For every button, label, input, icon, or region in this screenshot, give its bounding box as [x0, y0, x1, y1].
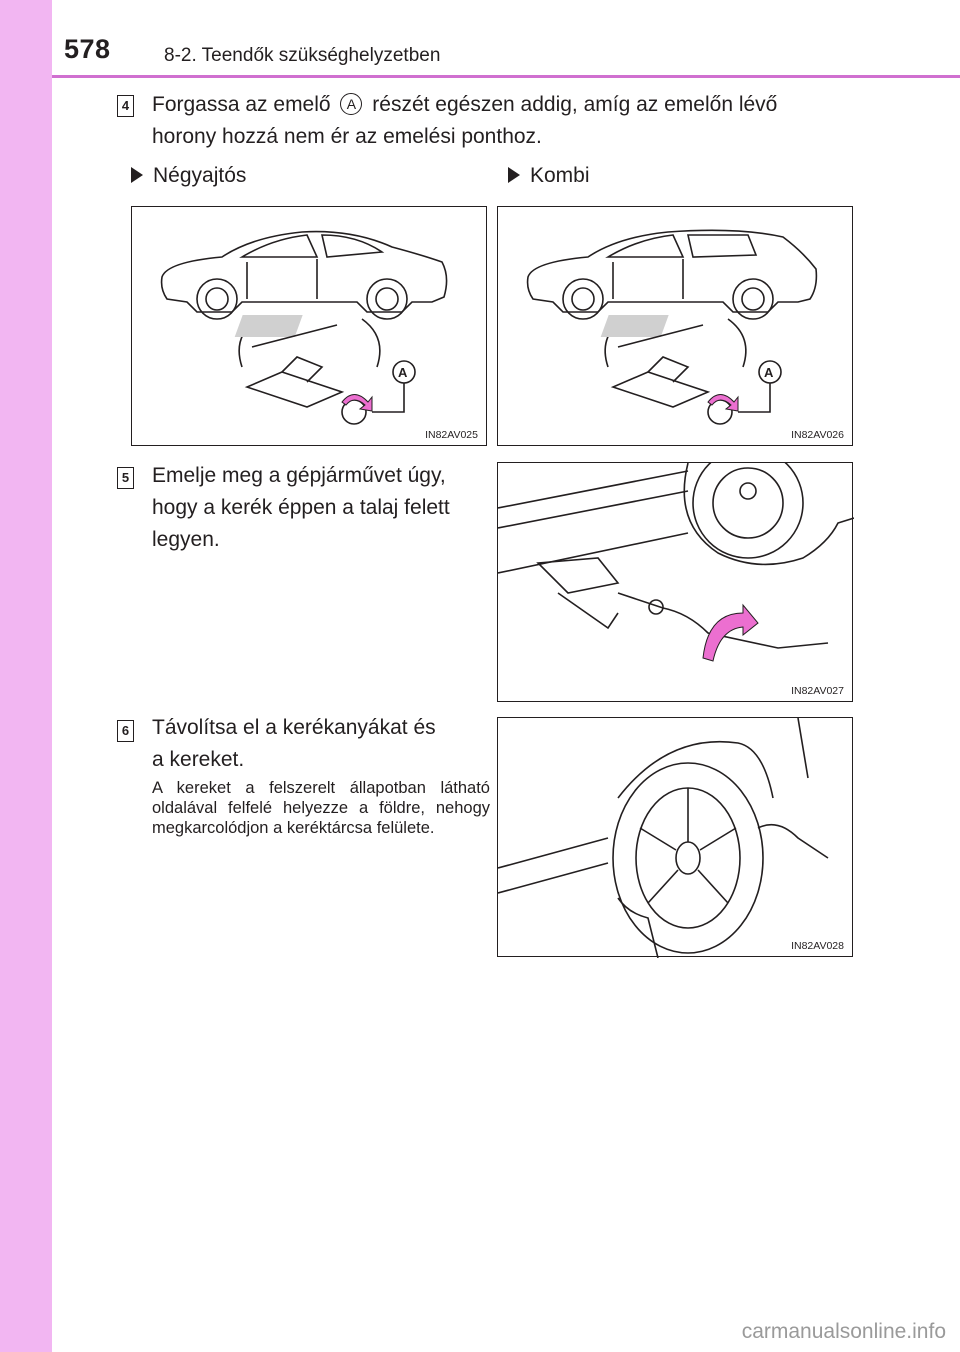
step-5-text: Emelje meg a gépjárművet úgy, hogy a ker…	[152, 460, 492, 556]
section-title: 8-2. Teendők szükséghelyzetben	[164, 45, 441, 66]
triangle-bullet-icon	[131, 167, 143, 183]
marker-a: A	[340, 93, 363, 115]
figure-code: IN82AV028	[791, 940, 844, 952]
step-6-line: Távolítsa el a kerékanyákat és	[152, 716, 436, 739]
step-4-text-before: Forgassa az emelő	[152, 93, 331, 116]
figure-wagon-jack: A IN82AV026	[497, 206, 853, 446]
step-6-note: A kereket a felszerelt állapotban láthat…	[152, 779, 490, 837]
step-badge-5: 5	[117, 467, 134, 489]
step-4-text-after: részét egészen addig, amíg az emelőn lév…	[372, 93, 778, 116]
figure-code: IN82AV025	[425, 429, 478, 441]
variant-sedan-label: Négyajtós	[153, 164, 247, 187]
page-number: 578	[64, 34, 111, 64]
figure-remove-wheel: IN82AV028	[497, 717, 853, 958]
figure-raise-vehicle: IN82AV027	[497, 462, 854, 702]
figure-1-label-a: A	[398, 365, 408, 380]
variant-wagon: Kombi	[508, 164, 590, 188]
figure-code: IN82AV026	[791, 429, 844, 441]
watermark: carmanualsonline.info	[741, 1320, 946, 1343]
figure-2-label-a: A	[764, 365, 774, 380]
header-rule	[52, 75, 960, 78]
figure-code: IN82AV027	[791, 685, 844, 697]
step-6-line: a kereket.	[152, 748, 245, 771]
triangle-bullet-icon	[508, 167, 520, 183]
wagon-jack-illustration: A	[526, 229, 818, 425]
step-6-text: Távolítsa el a kerékanyákat és a kereket…	[152, 712, 492, 776]
remove-wheel-illustration	[498, 718, 829, 958]
step-4-line2: horony hozzá nem ér az emelési ponthoz.	[152, 125, 542, 148]
step-badge-6: 6	[117, 720, 134, 742]
variant-wagon-label: Kombi	[530, 164, 590, 187]
step-4-text: Forgassa az emelő A részét egészen addig…	[152, 89, 872, 153]
page-side-tab	[0, 0, 52, 1352]
sedan-jack-illustration: A	[160, 230, 448, 425]
step-5-line: legyen.	[152, 528, 220, 551]
step-5-line: hogy a kerék éppen a talaj felett	[152, 496, 450, 519]
figure-sedan-jack: A IN82AV025	[131, 206, 487, 446]
variant-sedan: Négyajtós	[131, 164, 246, 188]
step-badge-4: 4	[117, 95, 134, 117]
step-5-line: Emelje meg a gépjárművet úgy,	[152, 464, 446, 487]
raise-vehicle-illustration	[498, 463, 854, 662]
